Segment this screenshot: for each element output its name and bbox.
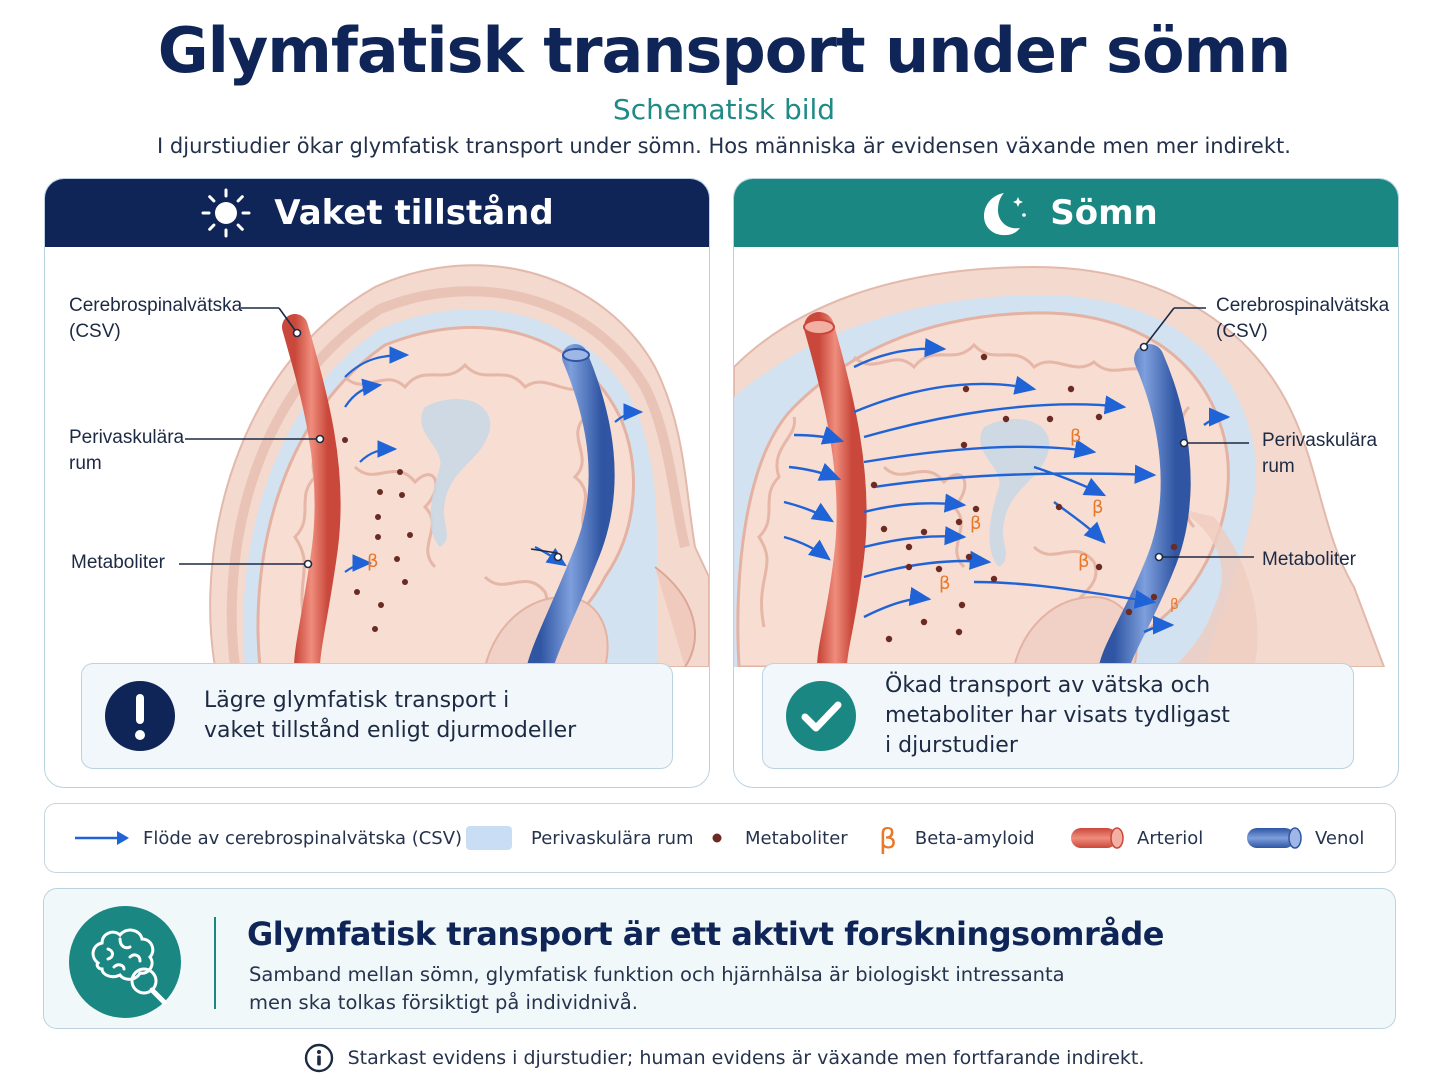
panel-awake: Vaket tillstånd	[44, 178, 710, 788]
venule	[527, 344, 615, 667]
callout-awake-text: Lägre glymfatisk transport i vaket tills…	[204, 688, 577, 743]
awake-brain-illustration: β	[179, 264, 709, 667]
footnote: Starkast evidens i djurstudier; human ev…	[0, 1043, 1448, 1073]
research-divider	[214, 917, 216, 1009]
label-metabolites: Metaboliter	[71, 552, 165, 573]
beta-amyloid-mark: β	[1170, 597, 1179, 613]
beta-symbol-icon: β	[879, 821, 897, 855]
intro-text: I djurstiudier ökar glymfatisk transport…	[157, 134, 1291, 158]
venule-icon	[1247, 827, 1302, 849]
legend-item-venule: Venol	[1245, 804, 1364, 872]
legend-item-arteriole: Arteriol	[1069, 804, 1203, 872]
ventricle	[421, 399, 491, 547]
label-csf: Cerebrospinalvätska(CSV)	[69, 295, 243, 342]
ventricle	[980, 419, 1050, 567]
exclamation-icon	[105, 681, 175, 751]
panel-sleep-header: Sömn	[734, 179, 1398, 247]
brain-magnifier-icon	[69, 906, 181, 1018]
legend-item-beta-amyloid: β Beta-amyloid	[879, 821, 1035, 855]
arteriole	[282, 314, 341, 667]
beta-amyloid-mark: β	[1078, 551, 1090, 572]
beta-amyloid-mark: β	[367, 551, 379, 572]
panel-sleep-title: Sömn	[1050, 193, 1158, 233]
beta-amyloid-mark: β	[1070, 426, 1082, 447]
page-subtitle: Schematisk bild	[612, 93, 836, 126]
sleep-brain-illustration: β β β β β β	[734, 265, 1386, 667]
legend-item-metabolites: Metaboliter	[711, 804, 848, 872]
sun-icon	[201, 188, 251, 238]
info-icon	[304, 1043, 333, 1073]
page-title: Glymfatisk transport under sömn	[157, 14, 1292, 87]
legend-item-csf-flow: Flöde av cerebrospinalvätska (CSV)	[73, 804, 462, 872]
research-box: Glymfatisk transport är ett aktivt forsk…	[43, 888, 1396, 1029]
csf-arrow-icon	[75, 831, 129, 845]
label-metabolites: Metaboliter	[1262, 549, 1356, 570]
research-title: Glymfatisk transport är ett aktivt forsk…	[247, 915, 1165, 953]
callout-sleep-text: Ökad transport av vätska och metaboliter…	[885, 673, 1230, 758]
beta-amyloid-mark: β	[939, 573, 951, 594]
metabolite-dot-icon	[712, 833, 722, 843]
panel-awake-header: Vaket tillstånd	[45, 179, 709, 247]
beta-amyloid-mark: β	[1092, 497, 1104, 518]
moon-icon	[984, 193, 1027, 236]
beta-amyloid-mark: β	[970, 513, 982, 534]
legend-item-perivascular: Perivaskulära rum	[465, 804, 694, 872]
label-csf: Cerebrospinalvätska(CSV)	[1216, 295, 1390, 342]
legend: Flöde av cerebrospinalvätska (CSV) Periv…	[44, 803, 1396, 873]
arteriole-icon	[1071, 827, 1124, 849]
footnote-text: Starkast evidens i djurstudier; human ev…	[347, 1047, 1145, 1069]
callout-awake: Lägre glymfatisk transport i vaket tills…	[81, 663, 673, 769]
arteriole	[804, 312, 867, 667]
perivascular-swatch-icon	[466, 826, 512, 850]
research-text: Samband mellan sömn, glymfatisk funktion…	[249, 963, 1065, 1014]
callout-sleep: Ökad transport av vätska och metaboliter…	[762, 663, 1354, 769]
venule	[1099, 344, 1191, 667]
checkmark-icon	[786, 681, 856, 751]
panel-sleep: Sömn	[733, 178, 1399, 788]
panel-awake-title: Vaket tillstånd	[274, 193, 554, 233]
